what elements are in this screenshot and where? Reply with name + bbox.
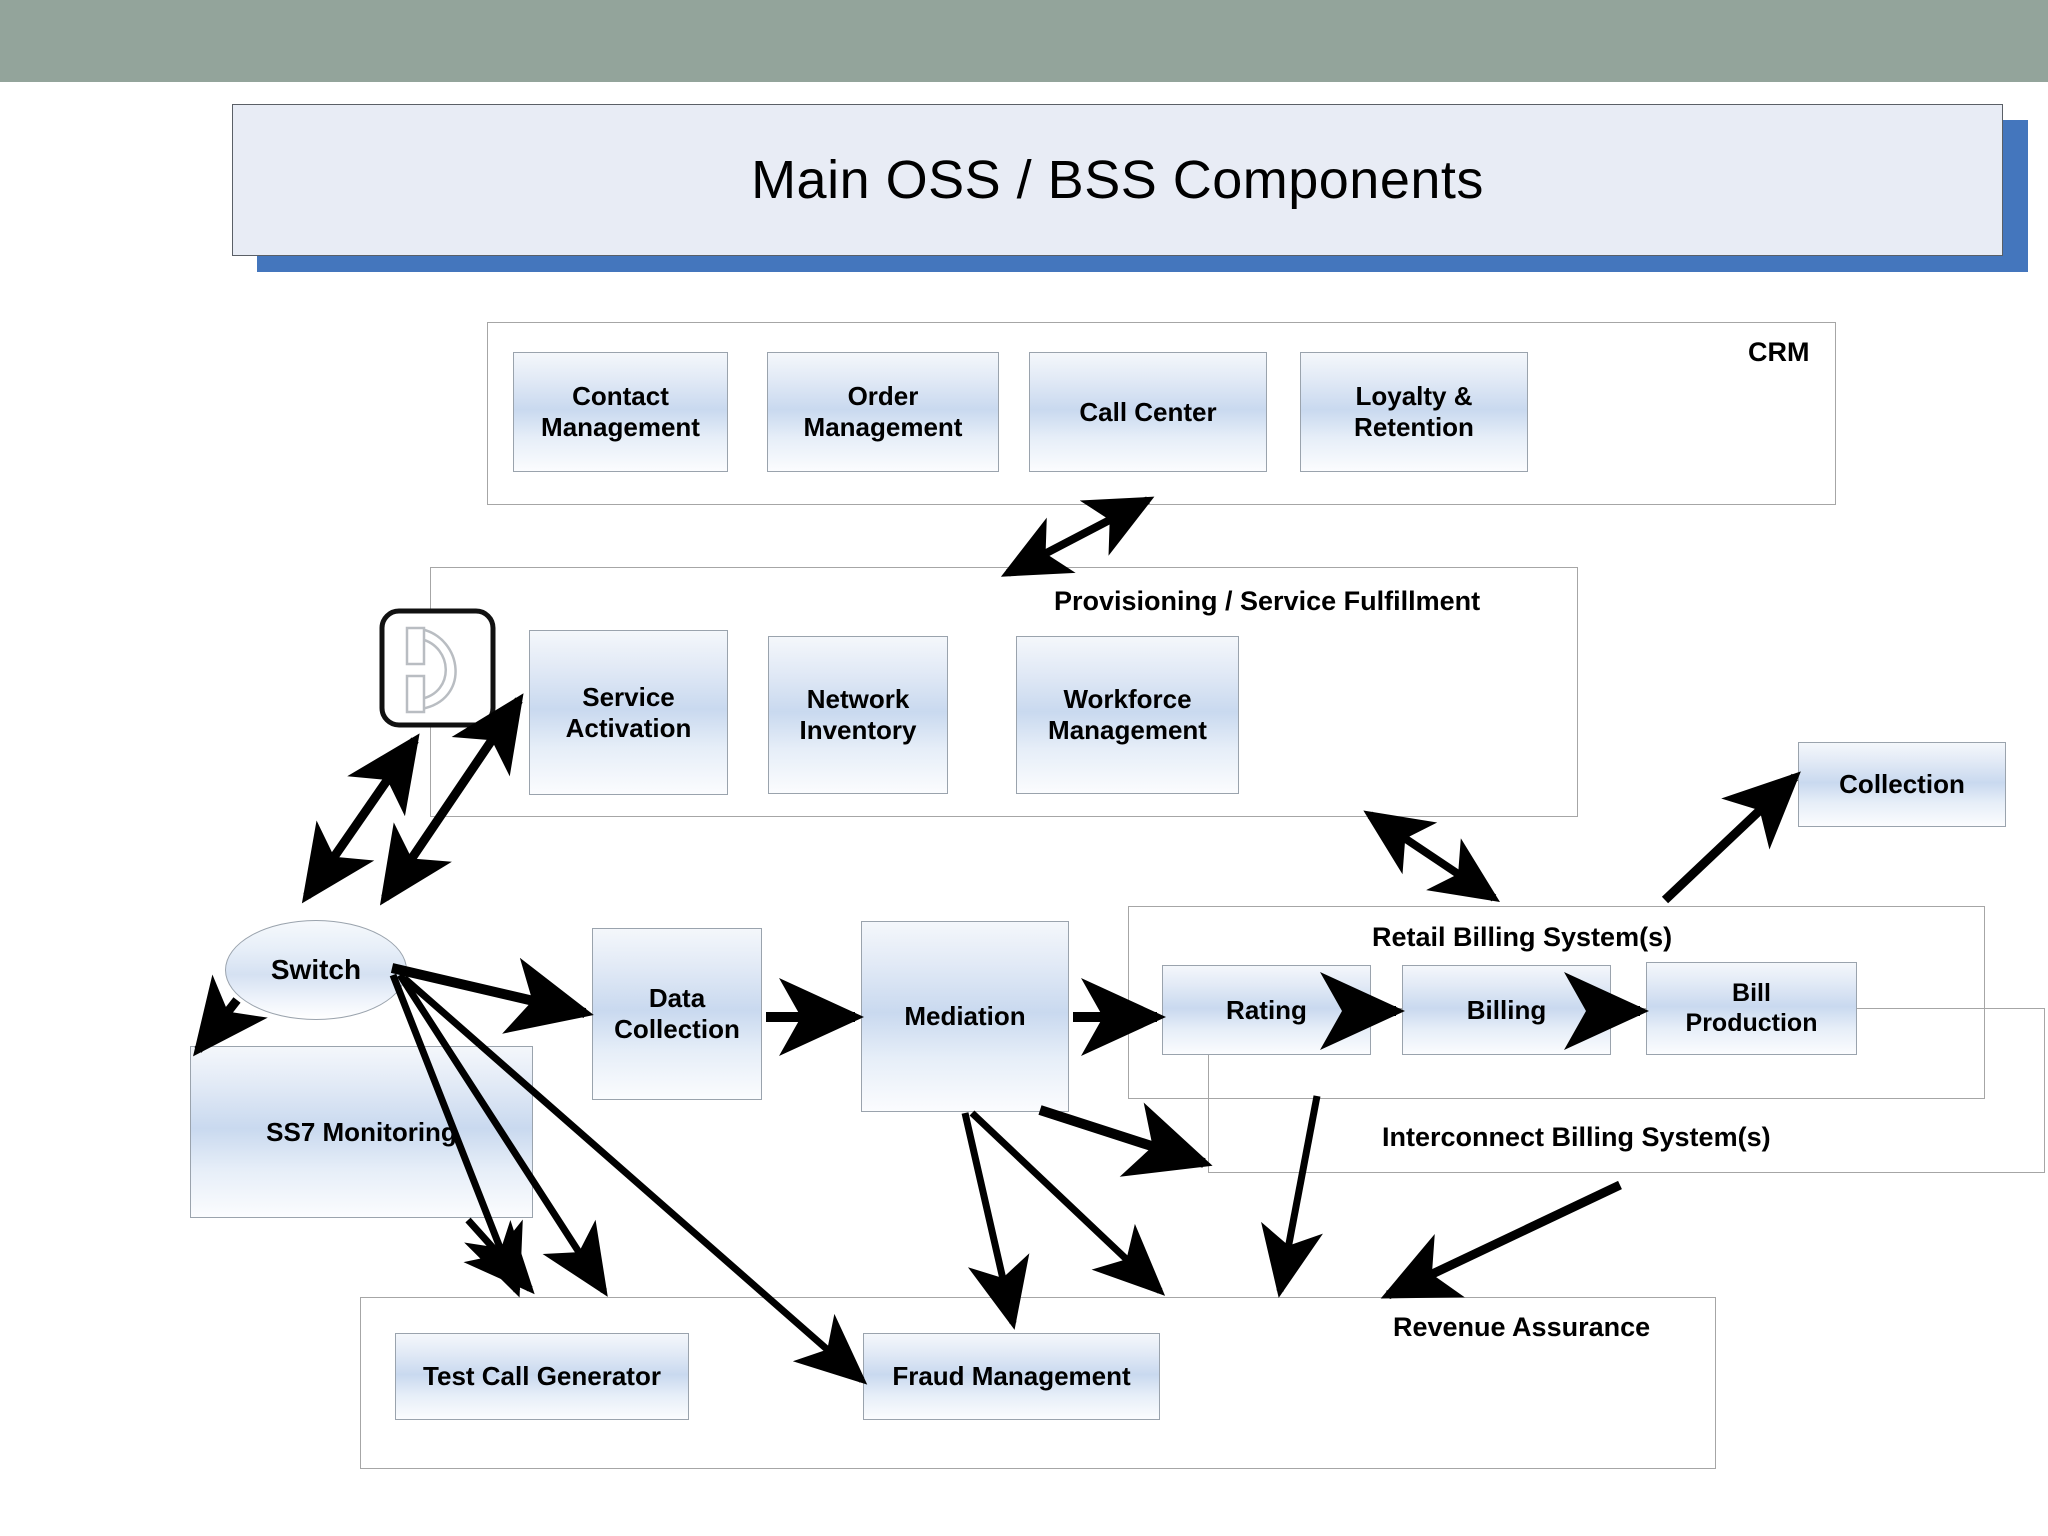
edge-ss7-revenue-assurance (463, 1217, 535, 1295)
edge-interconnect-billing-revenue-assurance (1380, 1180, 1622, 1300)
node-contact-management[interactable]: Contact Management (513, 352, 728, 472)
node-service-activation[interactable]: Service Activation (529, 630, 728, 795)
edge-provisioning-retail-billing (1363, 810, 1500, 903)
node-network-inventory[interactable]: Network Inventory (768, 636, 948, 794)
title-box: Main OSS / BSS Components (232, 104, 2003, 256)
node-collection[interactable]: Collection (1798, 742, 2006, 827)
node-ss7-monitoring[interactable]: SS7 Monitoring (190, 1046, 533, 1218)
group-crm (487, 322, 1836, 505)
group-interconnect-billing-label: Interconnect Billing System(s) (1382, 1122, 1771, 1152)
node-billing[interactable]: Billing (1402, 965, 1611, 1055)
node-test-call-generator[interactable]: Test Call Generator (395, 1333, 689, 1420)
group-provisioning-label: Provisioning / Service Fulfillment (1054, 586, 1481, 616)
group-crm-label: CRM (1748, 337, 1810, 367)
group-revenue-assurance-label: Revenue Assurance (1393, 1312, 1651, 1342)
edge-mediation-revenue-assurance (969, 1110, 1166, 1296)
edge-provisioning-crm (1000, 496, 1155, 577)
edge-switch-data-collection (390, 957, 594, 1034)
edge-retail-billing-collection (1661, 771, 1801, 904)
node-bill-production[interactable]: Bill Production (1646, 962, 1857, 1055)
edge-mediation-fraud-management (961, 1112, 1030, 1330)
node-rating[interactable]: Rating (1162, 965, 1371, 1055)
node-call-center[interactable]: Call Center (1029, 352, 1267, 472)
node-order-management[interactable]: Order Management (767, 352, 999, 472)
node-fraud-management[interactable]: Fraud Management (863, 1333, 1160, 1420)
node-data-collection[interactable]: Data Collection (592, 928, 762, 1100)
page-title: Main OSS / BSS Components (751, 150, 1484, 210)
node-mediation[interactable]: Mediation (861, 921, 1069, 1112)
node-switch[interactable]: Switch (225, 920, 407, 1020)
telephone-icon (379, 608, 496, 728)
edge-switch-telephone (301, 733, 420, 904)
node-workforce-management[interactable]: Workforce Management (1016, 636, 1239, 794)
edge-mediation-interconnect-billing (1038, 1102, 1213, 1177)
group-retail-billing-label: Retail Billing System(s) (1372, 922, 1673, 952)
edge-switch-ss7 (193, 974, 268, 1057)
group-revenue-assurance (360, 1297, 1716, 1469)
node-loyalty-retention[interactable]: Loyalty & Retention (1300, 352, 1528, 472)
top-decorative-band (0, 0, 2048, 82)
